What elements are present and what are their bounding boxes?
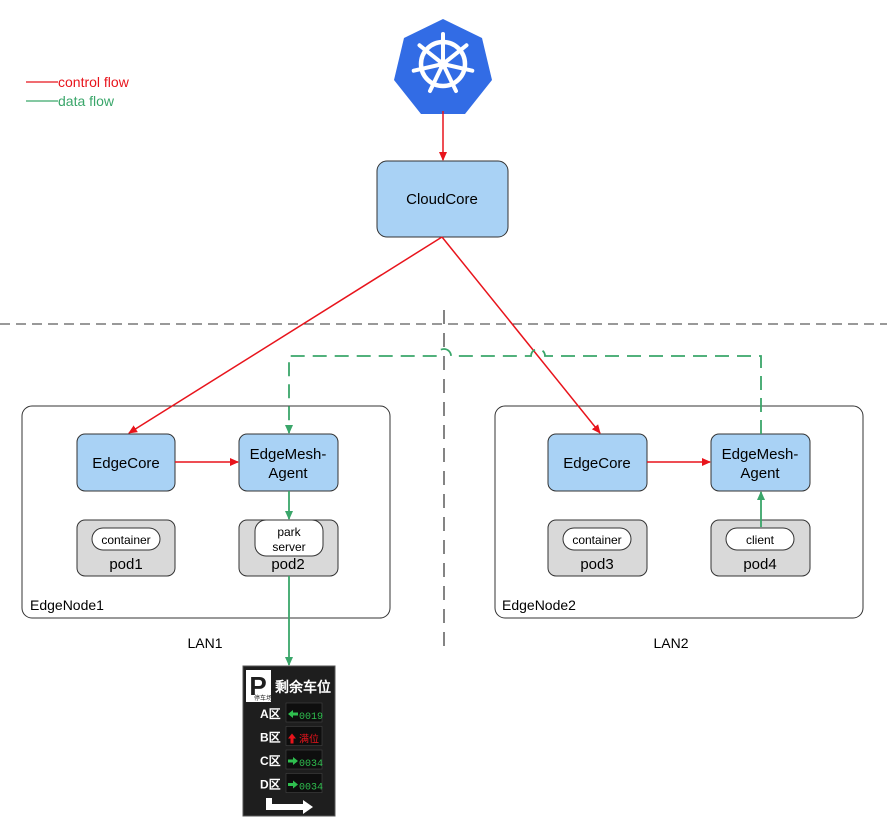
pod1-container-pill — [91, 527, 161, 551]
parking-zone-label: D区 — [260, 778, 281, 792]
pod2-park-server-label-2: server — [272, 540, 305, 554]
data-flow-lines — [285, 348, 765, 666]
legend-data-label: data flow — [58, 93, 115, 109]
control-flow-arrows — [128, 111, 711, 466]
edgemesh-agent1-label-2: Agent — [268, 465, 308, 482]
parking-direction-arrow-icon — [288, 757, 298, 765]
parking-direction-arrow-icon — [288, 710, 298, 718]
legend: control flow data flow — [26, 74, 130, 109]
cloudcore-to-edgecore2-arrow — [441, 236, 601, 434]
edgemesh-agent2-label-2: Agent — [740, 465, 780, 482]
agent2-to-agent1-tunnel — [285, 348, 762, 434]
parking-count-value: 0019 — [299, 712, 323, 723]
pod2-label: pod2 — [271, 556, 304, 573]
cloudcore-to-edgecore1-arrow — [128, 236, 443, 434]
parking-count-display — [285, 702, 323, 723]
cloudcore-label: CloudCore — [406, 191, 478, 208]
pod2-park-server-pill — [254, 519, 324, 557]
parking-count-display — [285, 749, 323, 770]
edgenode1-label: EdgeNode1 — [30, 597, 104, 613]
pod1-container-label: container — [101, 533, 150, 547]
parking-count-value: 满位 — [299, 733, 319, 747]
parking-zone-label: C区 — [260, 754, 281, 768]
edgecore1-label: EdgeCore — [92, 455, 160, 472]
parking-direction-arrow-icon — [288, 780, 298, 789]
parking-exit-arrow-icon — [266, 798, 313, 814]
pod4-label: pod4 — [743, 556, 776, 573]
edgemesh-agent2-label-1: EdgeMesh- — [722, 446, 799, 463]
edgemesh-agent1-label-1: EdgeMesh- — [250, 446, 327, 463]
lan2-label: LAN2 — [653, 635, 688, 651]
edgenode2-label: EdgeNode2 — [502, 597, 576, 613]
parking-logo-sub: 停车场 — [254, 694, 272, 702]
parking-zone-label: A区 — [260, 707, 281, 721]
parking-logo-letter: P — [249, 671, 266, 701]
parking-zone-label: B区 — [260, 731, 281, 745]
parking-sign-title: 剩余车位 — [275, 679, 331, 695]
kubernetes-logo-icon — [394, 19, 492, 114]
pod4-client-pill — [725, 527, 795, 551]
pod2-park-server-label-1: park — [277, 525, 301, 539]
parking-direction-arrow-icon — [288, 733, 296, 744]
parking-count-display — [285, 773, 323, 793]
pod3-container-label: container — [572, 533, 621, 547]
parking-logo-box — [246, 670, 271, 702]
parking-count-value: 0034 — [299, 759, 323, 770]
pod3-label: pod3 — [580, 556, 613, 573]
lan1-label: LAN1 — [187, 635, 222, 651]
pod4-client-label: client — [746, 533, 775, 547]
parking-count-display — [285, 726, 323, 746]
edgecore2-label: EdgeCore — [563, 455, 631, 472]
pod3-container-pill — [562, 527, 632, 551]
legend-control-label: control flow — [58, 74, 130, 90]
pod1-label: pod1 — [109, 556, 142, 573]
parking-count-value: 0034 — [299, 783, 323, 794]
